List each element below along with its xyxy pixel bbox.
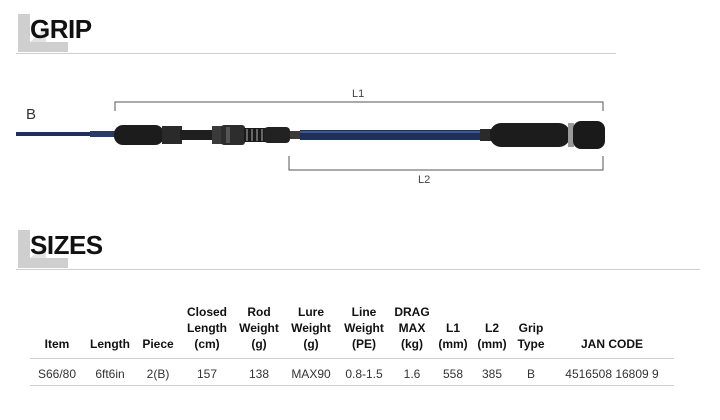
rod-grip-diagram: B L1 L2 xyxy=(0,86,720,196)
column-header: Piece xyxy=(136,304,180,359)
l1-dimension-bracket xyxy=(114,101,604,111)
grip-section-divider xyxy=(16,53,616,54)
l2-dimension-bracket xyxy=(288,156,604,171)
table-row: S66/80 6ft6in 2(B) 157 138 MAX90 0.8-1.5… xyxy=(30,358,674,386)
table-cell: 558 xyxy=(434,358,472,386)
table-cell: 1.6 xyxy=(390,358,434,386)
column-header: Closed Length (cm) xyxy=(180,304,234,359)
column-header: Rod Weight (g) xyxy=(234,304,284,359)
table-cell: 6ft6in xyxy=(84,358,136,386)
rod-illustration xyxy=(16,101,605,171)
column-header: Lure Weight (g) xyxy=(284,304,338,359)
table-cell: S66/80 xyxy=(30,358,84,386)
column-header: Grip Type xyxy=(512,304,550,359)
column-header: Line Weight (PE) xyxy=(338,304,390,359)
section-corner-mark-icon xyxy=(18,230,68,268)
table-cell: 4516508 16809 9 xyxy=(550,358,674,386)
fore-grip xyxy=(114,125,164,145)
column-header: L2 (mm) xyxy=(472,304,512,359)
l1-label: L1 xyxy=(352,88,365,100)
sizes-section-header: SIZES xyxy=(16,228,700,270)
table-cell: 138 xyxy=(234,358,284,386)
column-header: Length xyxy=(84,304,136,359)
sizes-section-divider xyxy=(16,269,700,270)
grip-type-letter: B xyxy=(26,106,37,123)
column-header: Item xyxy=(30,304,84,359)
table-cell: 385 xyxy=(472,358,512,386)
rear-grip xyxy=(490,123,570,147)
spec-table: Item Length Piece Closed Length (cm) Rod… xyxy=(30,304,674,386)
butt-cap xyxy=(573,121,605,149)
column-header: JAN CODE xyxy=(550,304,674,359)
table-cell: MAX90 xyxy=(284,358,338,386)
column-header: DRAG MAX (kg) xyxy=(390,304,434,359)
column-header: L1 (mm) xyxy=(434,304,472,359)
table-cell: B xyxy=(512,358,550,386)
reel-seat xyxy=(162,126,182,144)
section-corner-mark-icon xyxy=(18,14,68,52)
table-cell: 2(B) xyxy=(136,358,180,386)
table-cell: 0.8-1.5 xyxy=(338,358,390,386)
grip-section-title: GRIP xyxy=(30,14,92,44)
rod-blank-butt xyxy=(300,130,490,140)
l2-label: L2 xyxy=(418,174,431,186)
rod-blank-tip xyxy=(16,132,116,136)
table-cell: 157 xyxy=(180,358,234,386)
grip-section-header: GRIP xyxy=(16,12,616,54)
sizes-section-title: SIZES xyxy=(30,230,103,260)
table-header-row: Item Length Piece Closed Length (cm) Rod… xyxy=(30,304,674,359)
